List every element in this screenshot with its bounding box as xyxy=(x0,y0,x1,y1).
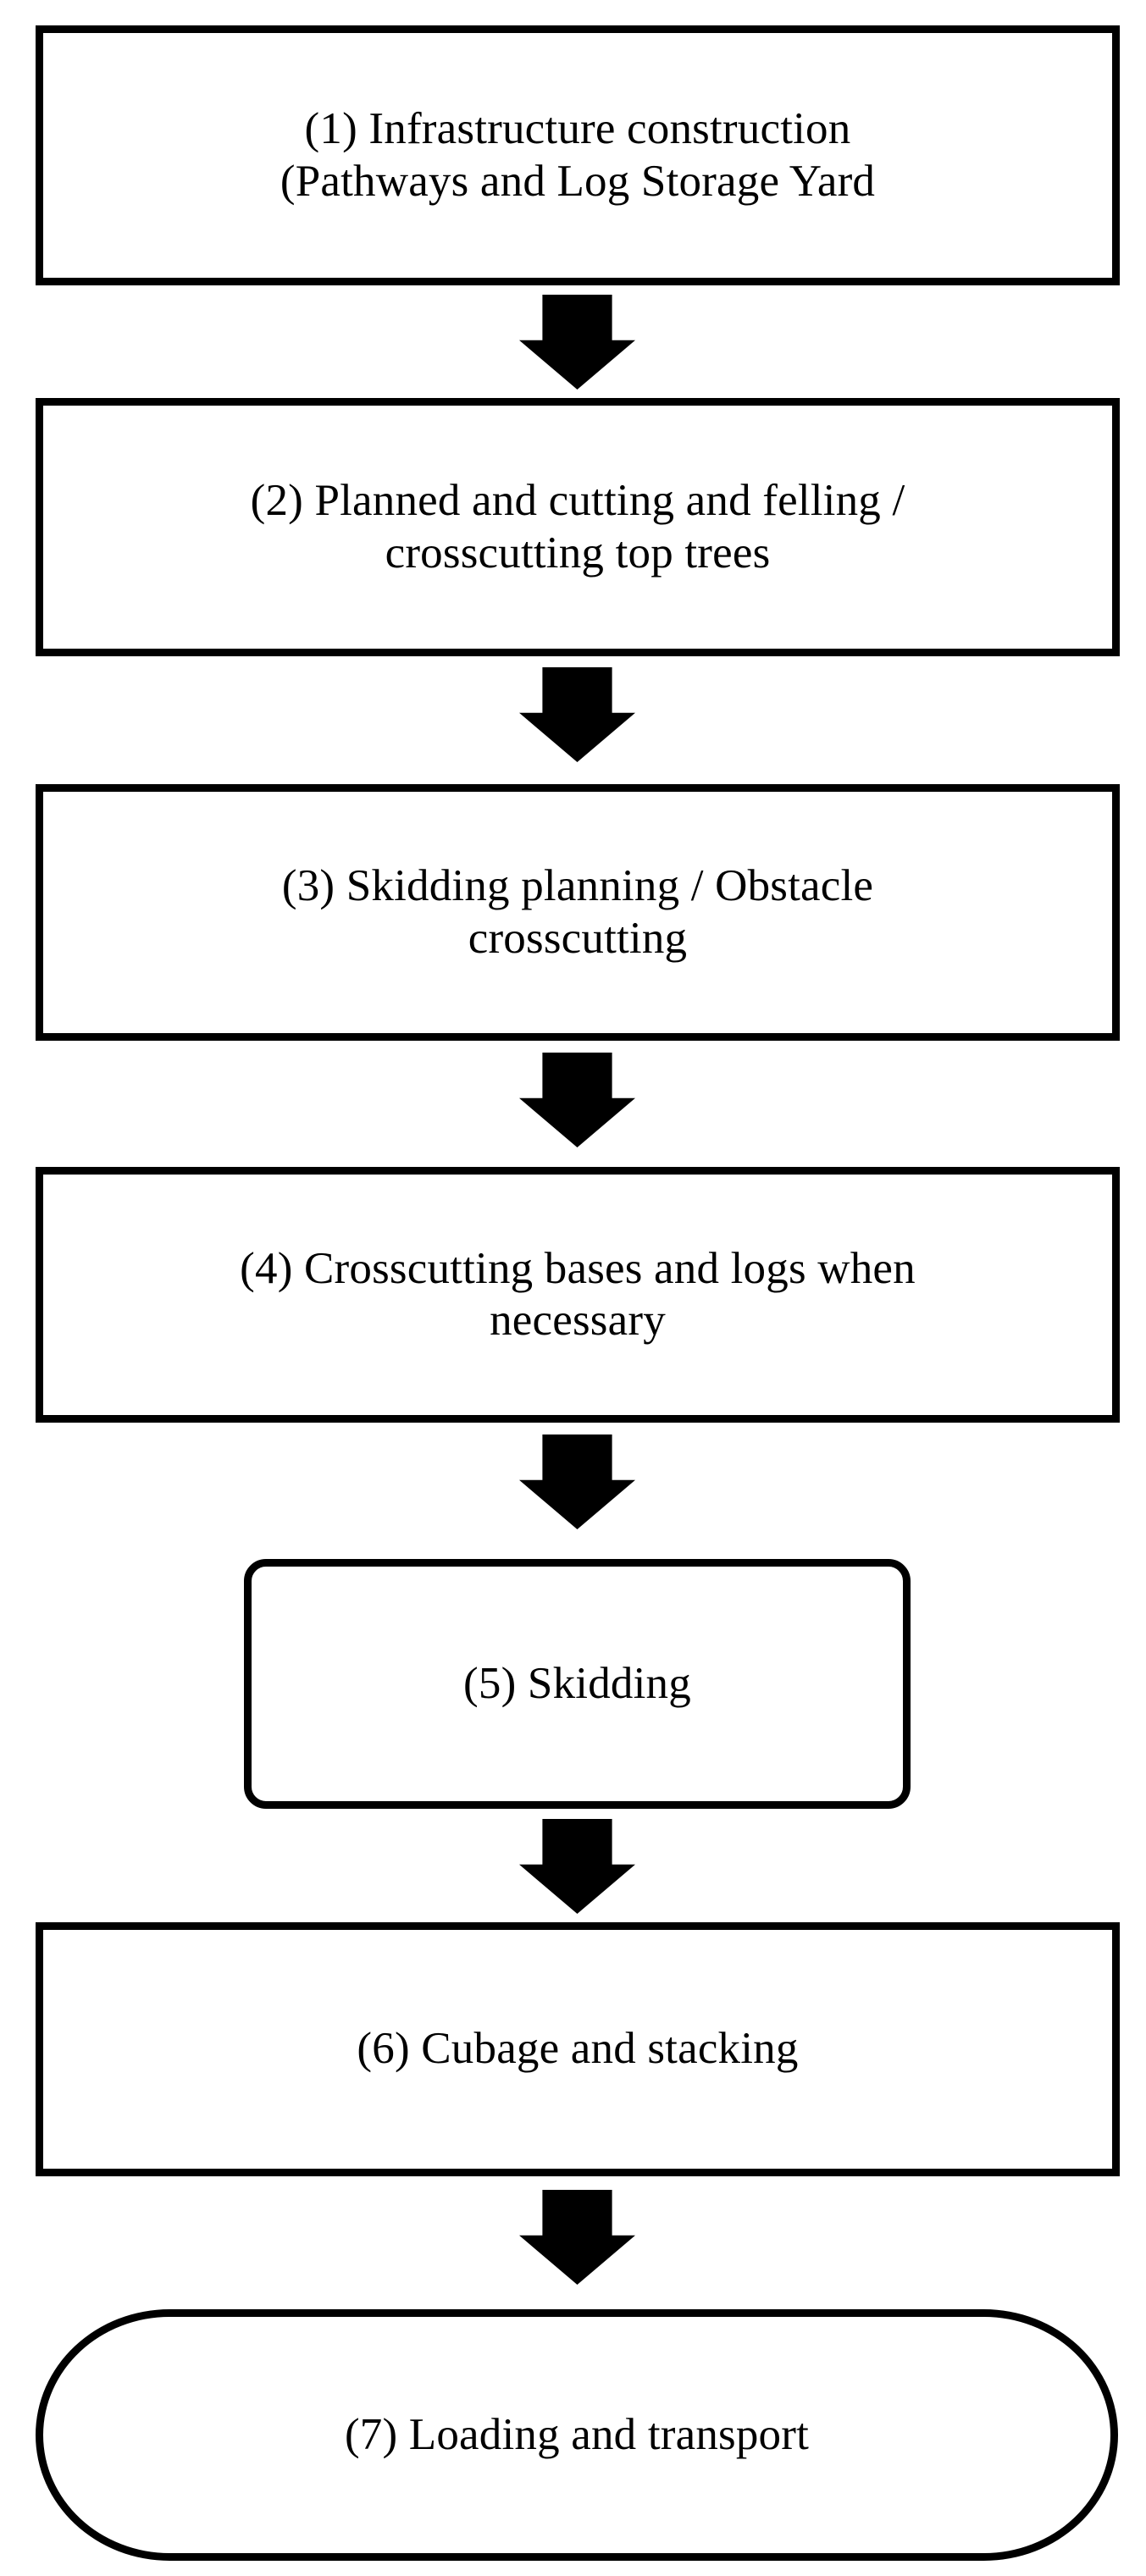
arrow-down-icon xyxy=(519,2190,635,2285)
process-node-2[interactable]: (2) Planned and cutting and felling / cr… xyxy=(36,398,1120,656)
arrow-down-icon xyxy=(519,295,635,390)
arrow-down-icon xyxy=(519,1434,635,1529)
arrow-down-icon xyxy=(519,667,635,762)
process-node-label: (3) Skidding planning / Obstacle crosscu… xyxy=(281,861,874,963)
process-node-4[interactable]: (4) Crosscutting bases and logs when nec… xyxy=(36,1167,1120,1423)
process-node-6[interactable]: (6) Cubage and stacking xyxy=(36,1922,1120,2176)
process-node-label: (6) Cubage and stacking xyxy=(357,2024,799,2074)
process-node-label: (2) Planned and cutting and felling / cr… xyxy=(250,476,905,578)
arrow-down-icon xyxy=(519,1819,635,1914)
process-node-7[interactable]: (7) Loading and transport xyxy=(36,2309,1118,2561)
arrow-down-icon xyxy=(519,1053,635,1147)
process-node-label: (1) Infrastructure construction (Pathway… xyxy=(280,104,876,206)
process-node-3[interactable]: (3) Skidding planning / Obstacle crosscu… xyxy=(36,784,1120,1041)
process-node-5[interactable]: (5) Skidding xyxy=(244,1559,911,1809)
process-node-1[interactable]: (1) Infrastructure construction (Pathway… xyxy=(36,25,1120,285)
process-node-label: (5) Skidding xyxy=(463,1658,691,1708)
process-node-label: (4) Crosscutting bases and logs when nec… xyxy=(240,1243,916,1345)
process-node-label: (7) Loading and transport xyxy=(344,2409,810,2459)
